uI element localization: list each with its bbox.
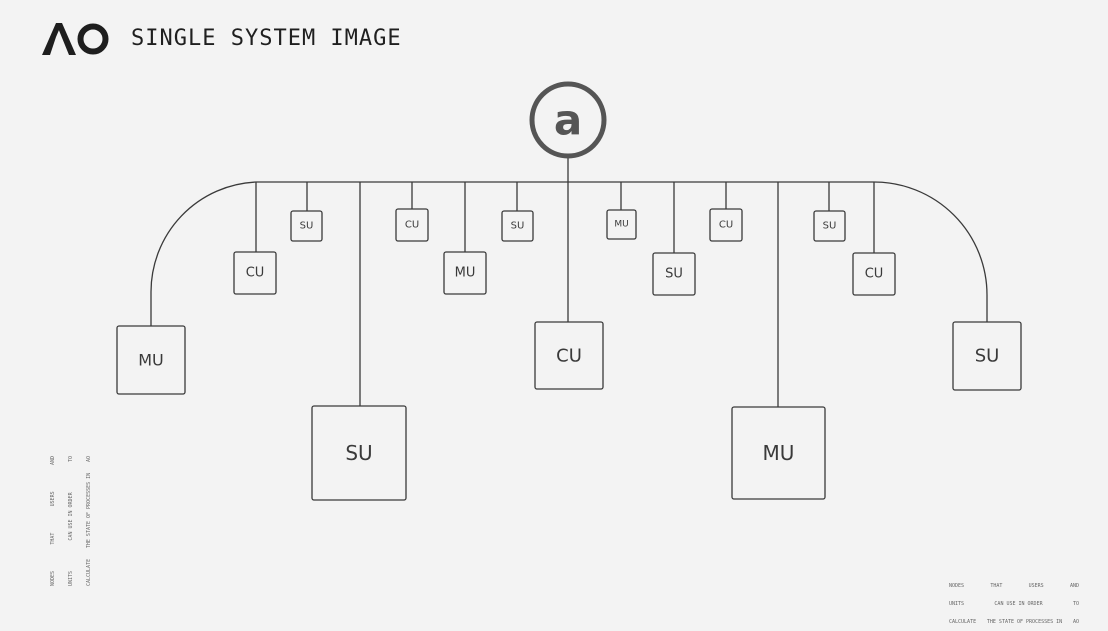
header bbox=[42, 20, 110, 56]
node-cu: CU bbox=[709, 208, 743, 242]
footnote-word: AND bbox=[1069, 583, 1079, 589]
node-su: SU bbox=[652, 252, 696, 296]
node-label: CU bbox=[246, 266, 265, 281]
node-label: MU bbox=[455, 266, 476, 281]
footnote-line: CALCULATE THE STATE OF PROCESSES IN AO bbox=[86, 456, 92, 586]
node-label: SU bbox=[300, 221, 314, 232]
footnote-word: UNITS bbox=[949, 601, 965, 607]
footnote-line: CALCULATE THE STATE OF PROCESSES IN AO bbox=[949, 619, 1079, 625]
node-su: SU bbox=[813, 210, 846, 242]
footnote-word: THAT bbox=[990, 583, 1003, 589]
footnote-word: UNITS bbox=[68, 570, 74, 586]
node-label: MU bbox=[138, 351, 164, 370]
footnote-line: UNITS CAN USE IN ORDER TO bbox=[68, 456, 74, 586]
node-label: MU bbox=[614, 220, 628, 230]
footnote-word: AO bbox=[1072, 619, 1079, 625]
footnote-word: THAT bbox=[50, 532, 56, 545]
footnote-line: NODES THAT USERS AND bbox=[50, 456, 56, 586]
node-su-right: SU bbox=[952, 321, 1022, 391]
node-cu: CU bbox=[233, 251, 277, 295]
footnote-line: NODES THAT USERS AND bbox=[949, 583, 1079, 589]
ao-logo bbox=[42, 23, 109, 55]
footnote-word: CALCULATE bbox=[86, 558, 92, 586]
node-label: CU bbox=[719, 220, 733, 231]
node-label: SU bbox=[345, 441, 372, 465]
footnote-word: USERS bbox=[50, 491, 56, 507]
footnote-word: THE STATE OF PROCESSES IN bbox=[986, 619, 1063, 625]
footnote-line: UNITS CAN USE IN ORDER TO bbox=[949, 601, 1079, 607]
footnote-word: NODES bbox=[949, 583, 965, 589]
footnote-word: USERS bbox=[1028, 583, 1044, 589]
node-label: CU bbox=[865, 267, 884, 282]
footnote-word: AND bbox=[50, 456, 56, 466]
node-cu-center: CU bbox=[534, 321, 604, 390]
node-su: SU bbox=[290, 210, 323, 242]
footnote-word: NODES bbox=[50, 570, 56, 586]
footnote-word: TO bbox=[68, 456, 74, 463]
footnote-word: THE STATE OF PROCESSES IN bbox=[86, 472, 92, 549]
page-title: SINGLE SYSTEM IMAGE bbox=[131, 26, 402, 51]
node-label: CU bbox=[556, 346, 582, 367]
node-label: MU bbox=[763, 441, 795, 465]
footnote-word: CAN USE IN ORDER bbox=[68, 492, 74, 541]
arweave-hub: a bbox=[529, 81, 607, 159]
footnote-left: NODES THAT USERS AND UNITS CAN USE IN ORDER T… bbox=[38, 456, 98, 586]
node-label: SU bbox=[975, 346, 1000, 367]
node-mu-big: MU bbox=[731, 406, 826, 500]
node-label: SU bbox=[511, 221, 525, 232]
node-mu-left: MU bbox=[116, 325, 186, 395]
footnote-right: NODES THAT USERS AND UNITS CAN USE IN ORDER T… bbox=[949, 571, 1079, 631]
node-mu: MU bbox=[443, 251, 487, 295]
footnote-word: CAN USE IN ORDER bbox=[994, 601, 1043, 607]
node-su: SU bbox=[501, 210, 534, 242]
footnote-word: TO bbox=[1072, 601, 1079, 607]
footnote-word: CALCULATE bbox=[949, 619, 977, 625]
node-label: CU bbox=[405, 220, 419, 231]
node-mu: MU bbox=[606, 209, 637, 240]
node-su-big: SU bbox=[311, 405, 407, 501]
node-label: SU bbox=[823, 221, 837, 232]
node-cu: CU bbox=[395, 208, 429, 242]
footnote-word: AO bbox=[86, 456, 92, 463]
node-cu: CU bbox=[852, 252, 896, 296]
hub-label: a bbox=[554, 96, 582, 145]
node-label: SU bbox=[665, 267, 683, 282]
